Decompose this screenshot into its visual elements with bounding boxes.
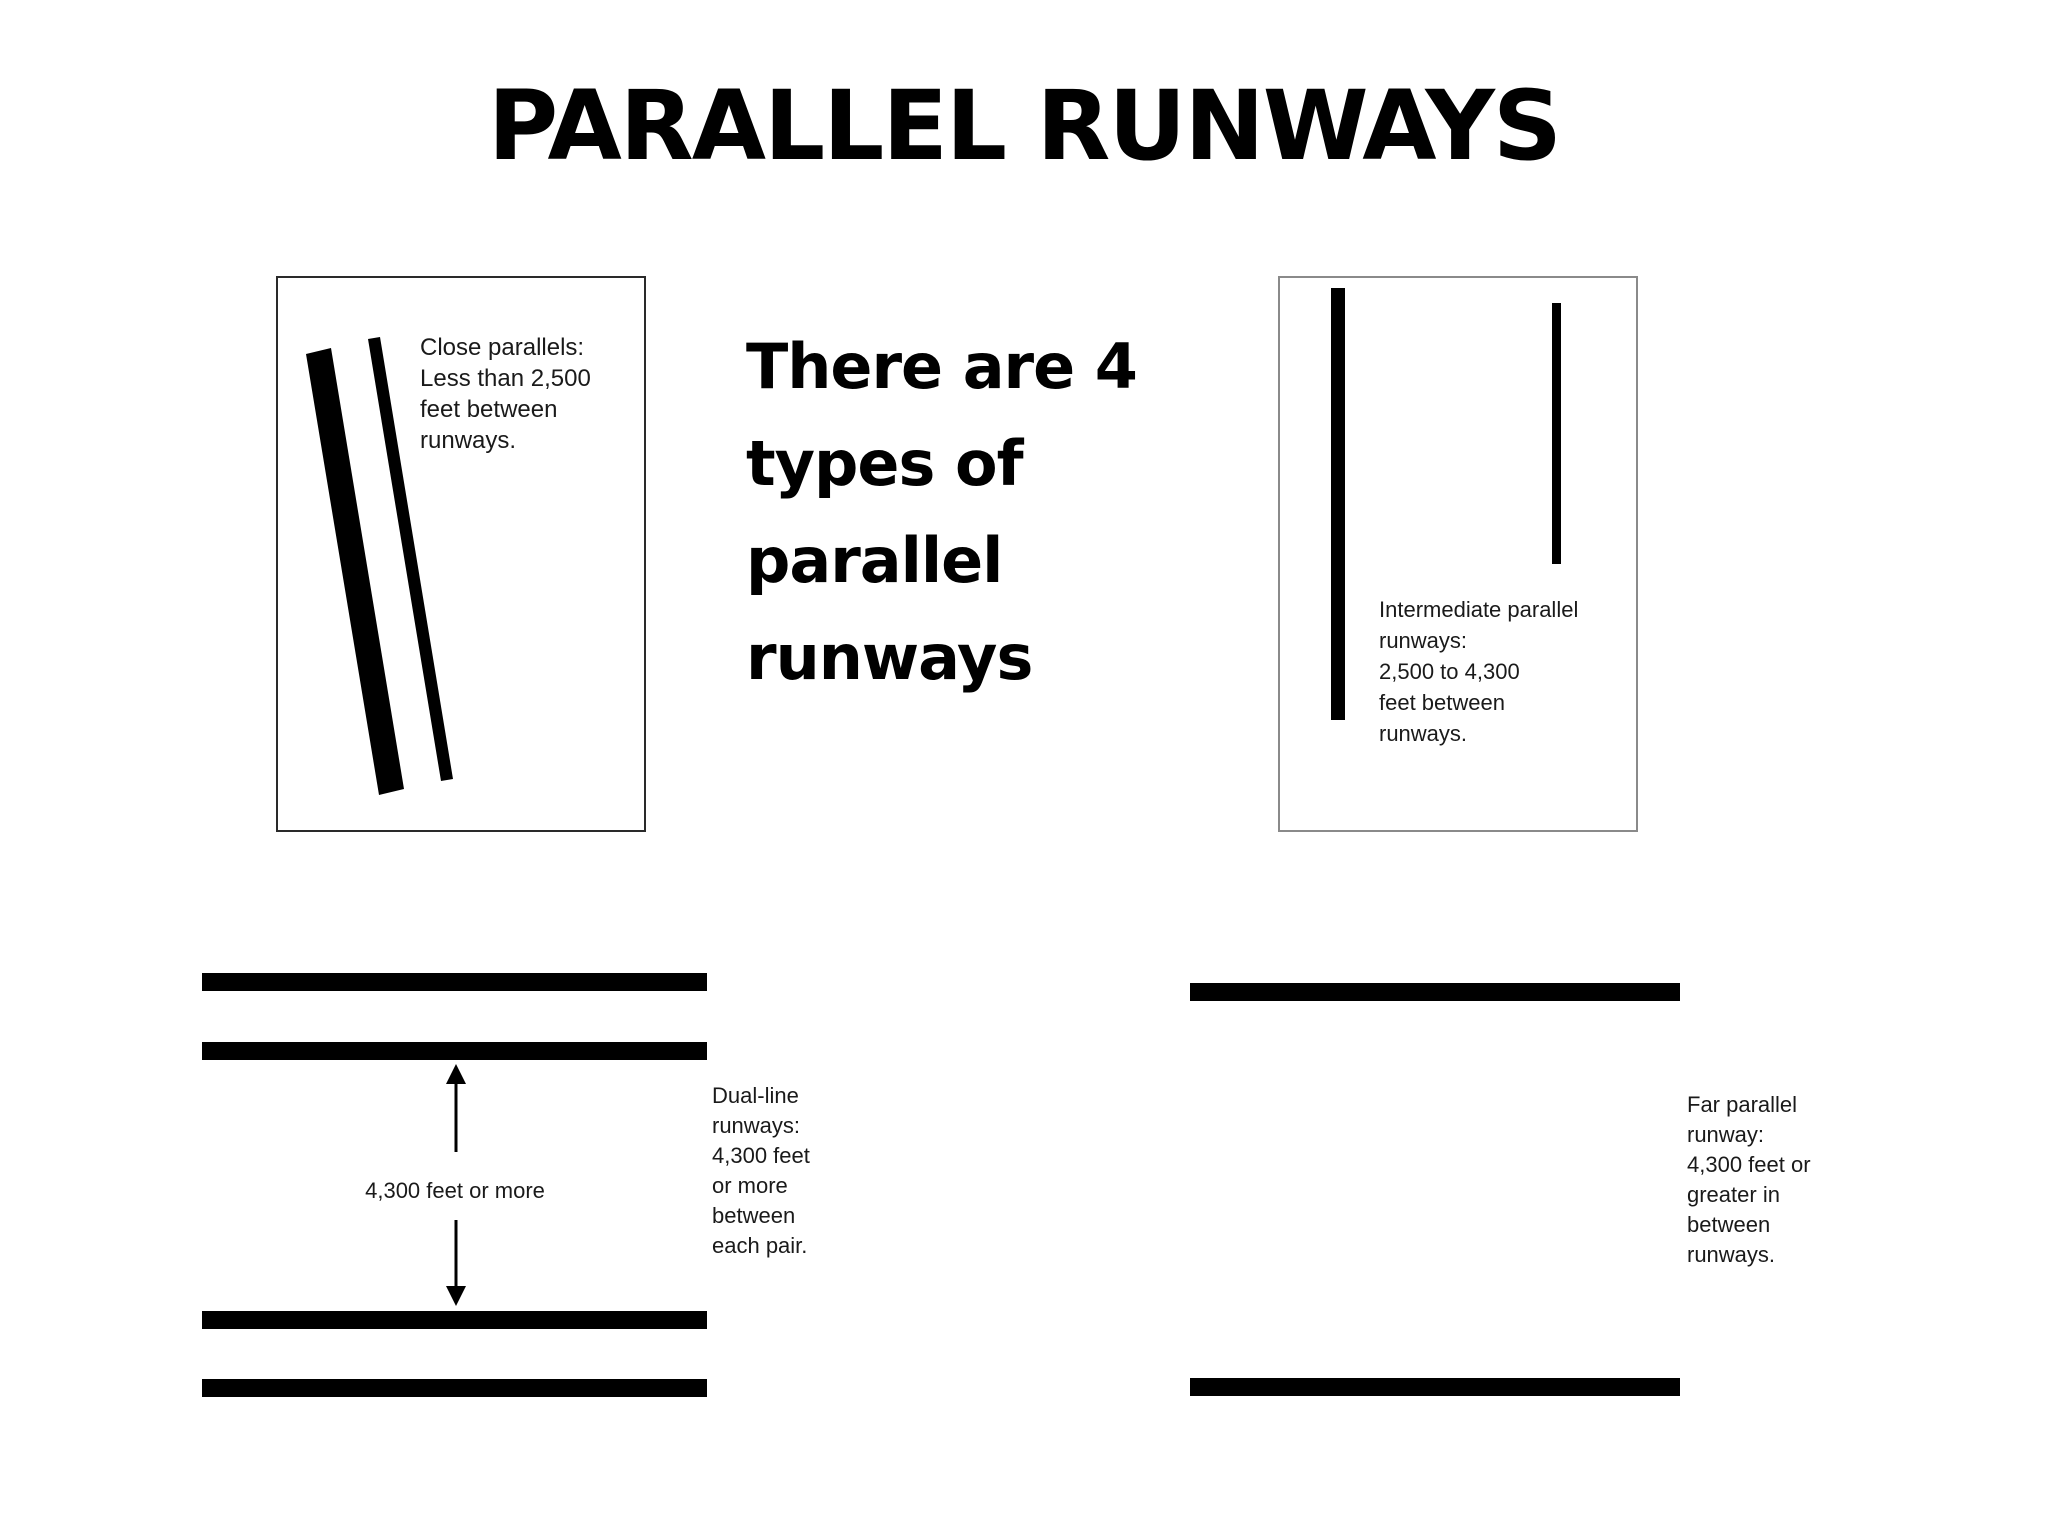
intro-text-content: There are 4 types of parallel runways <box>746 330 1138 694</box>
slide-title: PARALLEL RUNWAYS <box>487 70 1562 182</box>
arrow-up-icon <box>446 1064 466 1152</box>
far-runway-bottom <box>1190 1378 1680 1396</box>
intermediate-runway-left <box>1331 288 1345 720</box>
dual-line-runway-3 <box>202 1311 707 1329</box>
close-parallels-label: Close parallels: Less than 2,500 feet be… <box>420 334 591 454</box>
dual-line-runway-2 <box>202 1042 707 1060</box>
dual-line-runway-1 <box>202 973 707 991</box>
dual-line-runway-4 <box>202 1379 707 1397</box>
dual-line-label: Dual-line runways: 4,300 feet or more be… <box>712 1083 810 1258</box>
far-runway-top <box>1190 983 1680 1001</box>
far-parallel-label: Far parallel runway: 4,300 feet or great… <box>1687 1092 1811 1267</box>
arrow-down-icon <box>446 1220 466 1306</box>
intermediate-parallels-label: Intermediate parallel runways: 2,500 to … <box>1379 597 1579 746</box>
intro-text: There are 4 types of parallel runways <box>746 318 1166 706</box>
dual-line-gap-label: 4,300 feet or more <box>365 1178 545 1203</box>
intermediate-runway-right <box>1552 303 1561 564</box>
